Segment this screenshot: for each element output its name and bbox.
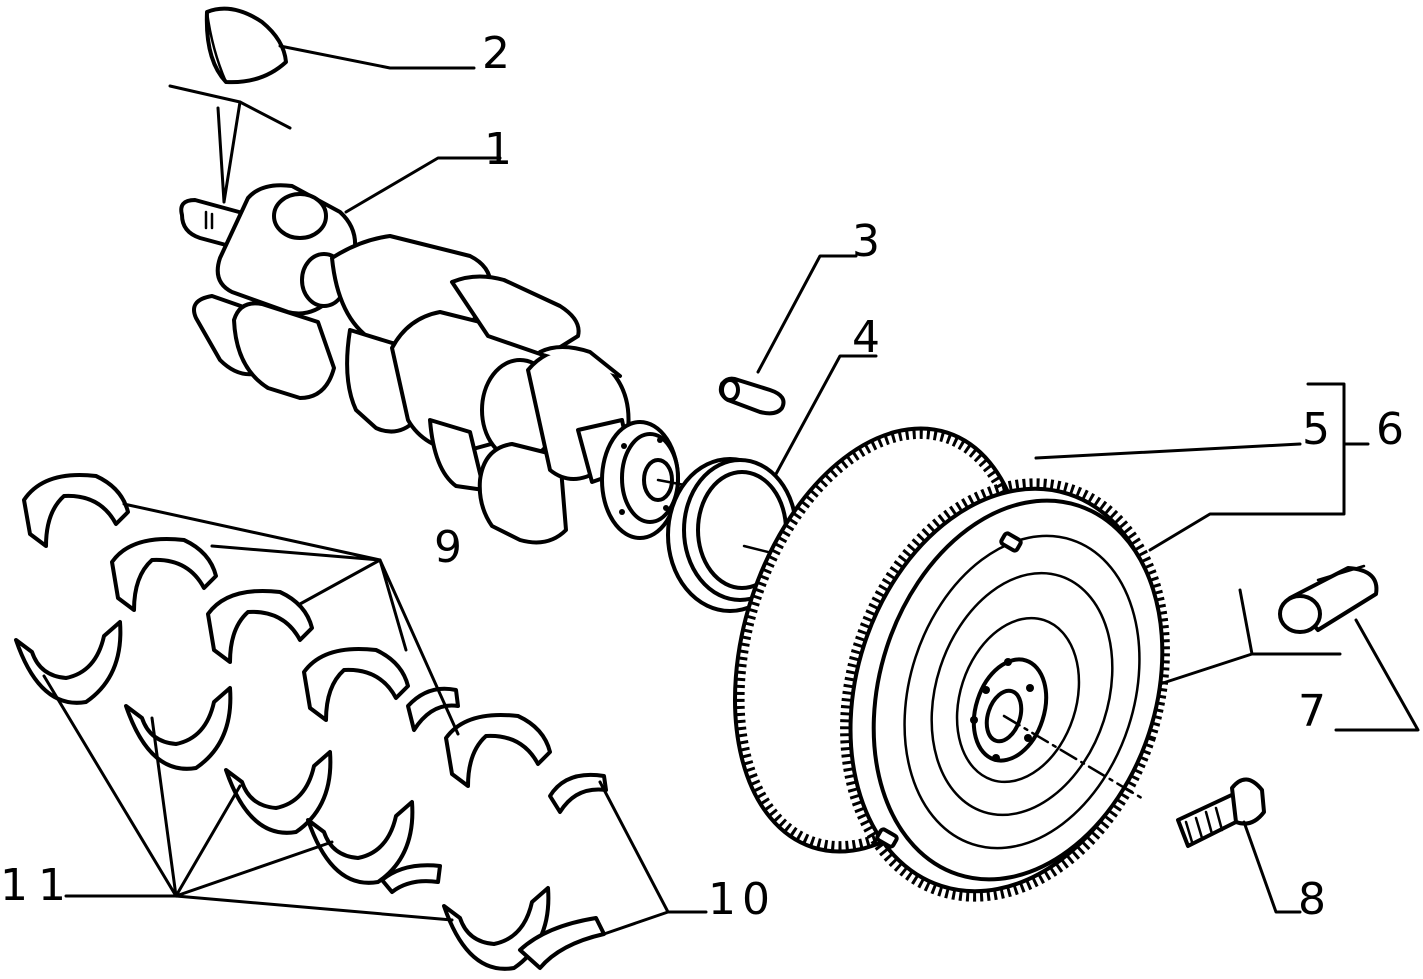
dowel-pin	[718, 376, 786, 416]
callout-8: 8	[1298, 874, 1326, 925]
callout-2: 2	[482, 28, 510, 79]
callout-labels: 1 2 3 4 5 6 7 8 9 10 11	[0, 28, 1404, 925]
callout-11: 11	[0, 860, 76, 911]
pilot-bush	[1278, 564, 1379, 634]
flywheel	[840, 478, 1170, 902]
crankshaft	[179, 183, 692, 545]
callout-10: 10	[708, 874, 776, 925]
flywheel-bolt	[1176, 777, 1266, 848]
callout-6: 6	[1376, 404, 1404, 455]
callout-9: 9	[434, 522, 462, 573]
callout-7: 7	[1298, 686, 1326, 737]
callout-4: 4	[852, 312, 880, 363]
callout-1: 1	[484, 124, 512, 175]
main-bearing-shells	[14, 473, 608, 971]
callout-3: 3	[852, 216, 880, 267]
callout-5: 5	[1302, 404, 1330, 455]
leader-lines	[42, 44, 1420, 936]
woodruff-key	[204, 6, 288, 85]
